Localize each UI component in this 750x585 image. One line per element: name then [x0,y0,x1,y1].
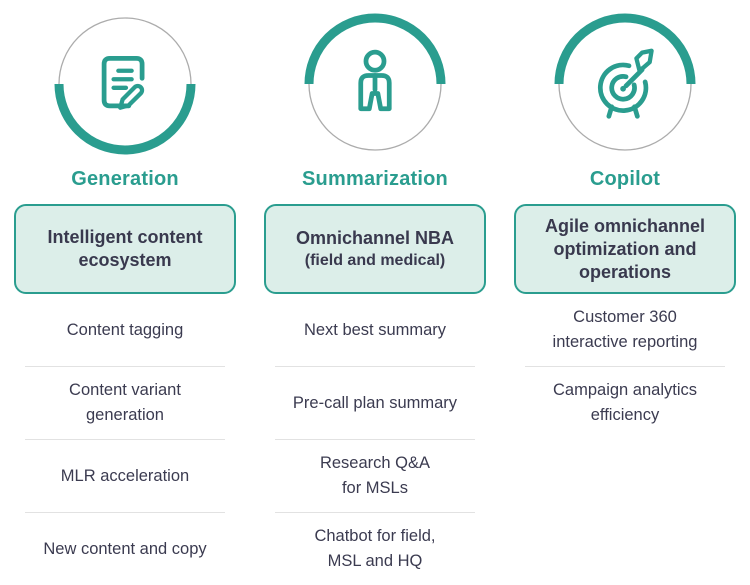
half-ring [54,17,196,155]
header-box-title: Omnichannel NBA [295,228,455,248]
divider [525,366,725,367]
list-item: Customer 360 interactive reporting [552,308,698,351]
header-box-copilot: Agile omnichannel optimization and opera… [514,204,736,294]
header-box-title: Agile omnichannel optimization and opera… [544,215,706,282]
column-title-generation: Generation [71,168,179,190]
target-dart-icon [598,48,654,119]
column-title-summarization: Summarization [302,168,448,190]
divider [275,512,475,513]
list-item: Content variant generation [69,381,181,424]
circle-badge-copilot [553,12,697,156]
list-item: MLR acceleration [60,466,190,485]
header-box-generation: Intelligent content ecosystem [14,204,236,294]
list-item: Next best summary [303,320,447,339]
column-title-copilot: Copilot [589,168,661,190]
header-box-title: Intelligent content ecosystem [47,227,203,270]
half-ring [304,13,446,151]
item-list-copilot: Customer 360 interactive reporting Campa… [500,294,750,439]
person-icon [358,49,392,112]
document-pencil-icon [101,55,145,110]
header-box-subtitle: (field and medical) [304,252,446,269]
circle-badge-summarization [303,12,447,156]
circle-badge-generation [53,12,197,156]
divider [25,439,225,440]
item-list-summarization: Next best summary Pre-call plan summary … [250,294,500,585]
header-box-summarization: Omnichannel NBA (field and medical) [264,204,486,294]
column-summarization: Summarization Omnichannel NBA (field and… [250,0,500,585]
column-copilot: Copilot Agile omnichannel optimization a… [500,0,750,585]
item-list-generation: Content tagging Content variant generati… [0,294,250,585]
half-ring [554,13,696,151]
list-item: Research Q&A for MSLs [319,454,431,497]
divider [275,439,475,440]
column-generation: Generation Intelligent content ecosystem… [0,0,250,585]
list-item: Content tagging [66,320,184,339]
list-item: Chatbot for field, MSL and HQ [314,527,436,570]
list-item: New content and copy [43,539,207,558]
divider [275,366,475,367]
list-item: Pre-call plan summary [292,393,458,412]
divider [25,366,225,367]
divider [25,512,225,513]
list-item: Campaign analytics efficiency [553,381,697,424]
